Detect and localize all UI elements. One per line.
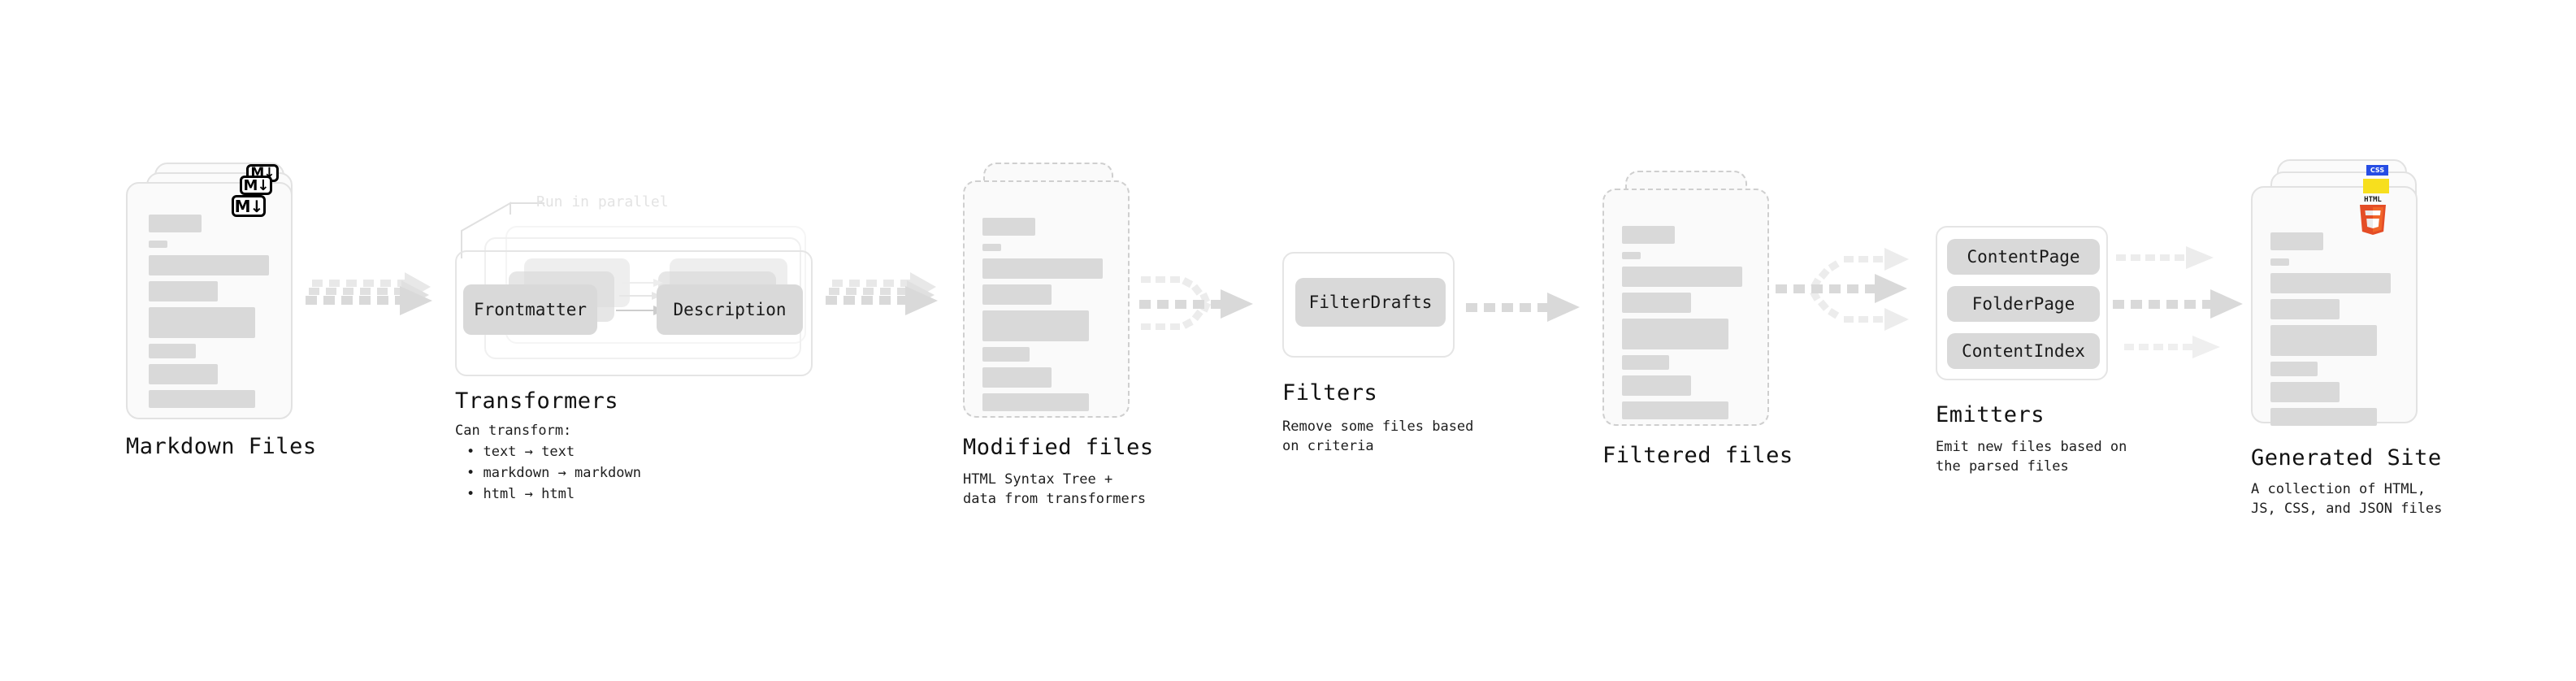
- file-line: [982, 310, 1089, 341]
- html5-icon: HTML: [2360, 196, 2386, 235]
- filtered-files-stack: [1602, 171, 1789, 439]
- file-line: [149, 364, 218, 384]
- javascript-icon: [2363, 179, 2389, 193]
- emitters-caption-line2: the parsed files: [1936, 458, 2069, 475]
- filters-title: Filters: [1282, 380, 1378, 406]
- transformer-internal-arrows: [616, 279, 665, 315]
- transformers-group: Run in parallel Frontmatter Description: [455, 193, 829, 382]
- filtered-file-card-front: [1602, 189, 1769, 426]
- filter-pill-0[interactable]: FilterDrafts: [1295, 278, 1446, 327]
- css3-icon: CSS: [2366, 165, 2388, 176]
- file-line: [1622, 293, 1691, 313]
- emitter-pill-1[interactable]: FolderPage: [1947, 286, 2100, 322]
- markdown-icon-mid: M↓: [240, 176, 272, 195]
- filters-caption-line2: on criteria: [1282, 438, 1374, 454]
- arrow-markdown-to-transformers: [306, 272, 432, 315]
- file-line: [149, 307, 255, 338]
- markdown-icon: M↓: [232, 195, 266, 217]
- modified-files-title: Modified files: [963, 435, 1154, 460]
- emitter-pill-2[interactable]: ContentIndex: [1947, 333, 2100, 369]
- modified-files-caption-line1: HTML Syntax Tree +: [963, 471, 1113, 488]
- file-line: [2270, 299, 2340, 319]
- site-file-card-front-html: [2251, 186, 2418, 426]
- generated-site-stack: CSS HTML: [2251, 159, 2446, 436]
- file-line: [149, 241, 167, 248]
- filtered-files-title: Filtered files: [1602, 443, 1793, 468]
- file-line: [2270, 382, 2340, 402]
- arrow-transformers-to-modified: [826, 272, 938, 315]
- file-line: [982, 284, 1052, 305]
- transformer-box-front: [455, 250, 813, 376]
- file-line: [982, 258, 1103, 279]
- svg-text:HTML: HTML: [2364, 196, 2382, 204]
- transformer-input-pill[interactable]: Frontmatter: [463, 284, 597, 335]
- arrow-filtered-to-emitters: [1776, 248, 1909, 331]
- emitters-title: Emitters: [1936, 402, 2045, 427]
- transformers-caption-item-0: • text → text: [466, 444, 575, 460]
- file-line: [2270, 258, 2289, 266]
- file-line: [149, 215, 202, 232]
- file-line: [982, 218, 1035, 236]
- transformers-caption-item-2: • html → html: [466, 486, 575, 502]
- file-line: [982, 347, 1030, 362]
- file-line: [982, 367, 1052, 388]
- emitters-caption-line1: Emit new files based on: [1936, 439, 2127, 455]
- file-line: [149, 281, 218, 301]
- modified-files-caption-line2: data from transformers: [963, 491, 1147, 507]
- file-line: [2270, 408, 2377, 426]
- arrow-filters-to-filtered: [1466, 293, 1580, 322]
- run-in-parallel-bracket: [461, 202, 544, 258]
- file-line: [1622, 252, 1641, 259]
- file-line: [149, 390, 255, 408]
- transformers-title: Transformers: [455, 388, 619, 414]
- generated-site-caption-line1: A collection of HTML,: [2251, 481, 2426, 497]
- emitter-pill-0[interactable]: ContentPage: [1947, 239, 2100, 275]
- transformers-caption-heading: Can transform:: [455, 423, 572, 439]
- file-line: [1622, 319, 1728, 349]
- markdown-files-title: Markdown Files: [126, 434, 317, 459]
- file-line: [149, 344, 196, 358]
- transformers-caption-item-1: • markdown → markdown: [466, 465, 641, 481]
- file-line: [1622, 401, 1728, 419]
- arrow-modified-to-filters: [1139, 276, 1253, 330]
- file-line: [982, 244, 1001, 251]
- transformer-output-pill[interactable]: Description: [657, 284, 803, 335]
- modified-files-stack: [963, 163, 1150, 431]
- markdown-file-card-front: [126, 182, 293, 419]
- file-line: [982, 393, 1089, 411]
- file-line: [1622, 226, 1675, 244]
- file-line: [2270, 325, 2377, 356]
- file-line: [1622, 267, 1742, 287]
- arrow-emitters-to-site: [2113, 246, 2243, 358]
- modified-file-card-front: [963, 180, 1130, 418]
- generated-site-caption-line2: JS, CSS, and JSON files: [2251, 501, 2443, 517]
- emitters-group: ContentPage FolderPage ContentIndex: [1936, 226, 2108, 380]
- filters-group: FilterDrafts: [1282, 252, 1455, 358]
- file-line: [2270, 232, 2323, 250]
- filters-caption-line1: Remove some files based: [1282, 419, 1474, 435]
- file-line: [2270, 273, 2391, 293]
- markdown-files-stack: M↓ M↓ M↓: [126, 163, 313, 423]
- file-line: [149, 255, 269, 275]
- file-line: [1622, 355, 1669, 370]
- generated-site-title: Generated Site: [2251, 445, 2442, 471]
- run-in-parallel-label: Run in parallel: [536, 193, 669, 210]
- file-line: [1622, 375, 1691, 396]
- file-line: [2270, 362, 2318, 376]
